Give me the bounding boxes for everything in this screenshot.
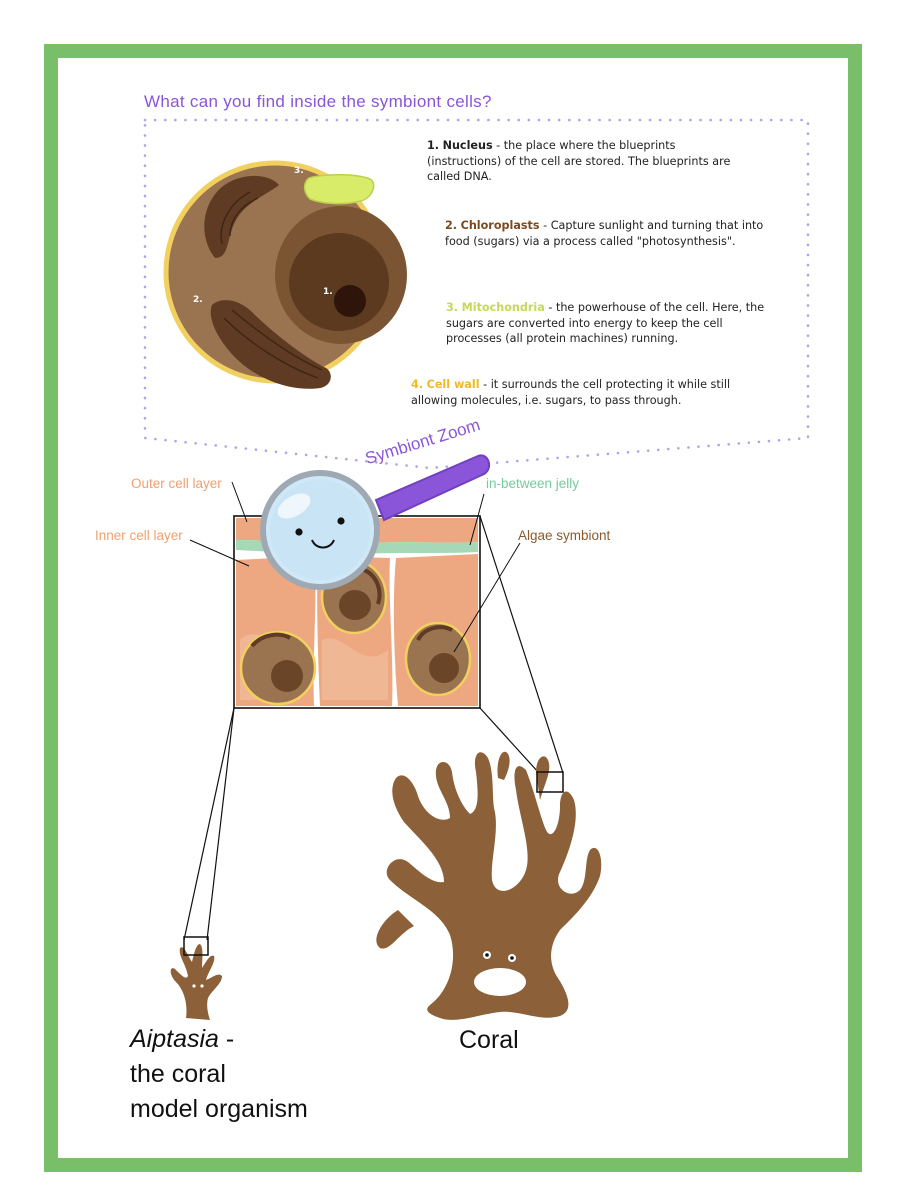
coral-body: [386, 752, 602, 1020]
page-title: What can you find inside the symbiont ce…: [144, 92, 492, 111]
separator: -: [539, 219, 551, 232]
aiptasia-organism: [170, 936, 222, 1020]
organelle-cell-wall-description: 4. Cell wall - it surrounds the cell pro…: [411, 377, 731, 408]
label-outer-cell-layer: Outer cell layer: [131, 476, 222, 491]
coral-caption: Coral: [459, 1026, 519, 1054]
cell-number-cell-wall: 4.: [355, 377, 365, 387]
organelle-number: 2.: [445, 219, 458, 232]
cell-number-chloroplast: 2.: [193, 295, 203, 305]
chloroplast-upper: [204, 175, 279, 258]
label-inner-cell-layer: Inner cell layer: [95, 528, 183, 543]
aiptasia-caption-line2: the coral: [130, 1060, 226, 1088]
nucleus-inner: [289, 233, 389, 331]
cell-number-mitochondria: 3.: [294, 166, 304, 176]
organelle-text: it surrounds the cell protecting it whil…: [411, 378, 731, 407]
magnifier: [260, 454, 491, 590]
zoom-callout-outline: [143, 118, 810, 470]
cell-number-nucleus: 1.: [323, 287, 333, 297]
label-algae-symbiont: Algae symbiont: [518, 528, 611, 543]
aiptasia-body: [170, 944, 222, 1020]
organelle-name: Cell wall: [426, 378, 480, 391]
organelle-number: 3.: [446, 301, 459, 314]
coral-organism: [376, 751, 602, 1020]
algae-symbiont-cells: [239, 559, 472, 706]
chloroplast-lower: [210, 300, 331, 389]
organelle-name: Chloroplasts: [460, 219, 540, 232]
organelle-text: Capture sunlight and turning that into f…: [445, 219, 764, 248]
label-in-between-jelly: in-between jelly: [486, 476, 580, 491]
separator: -: [479, 378, 491, 391]
organelle-nucleus-description: 1. Nucleus - the place where the bluepri…: [427, 138, 747, 185]
organelle-name: Mitochondria: [461, 301, 545, 314]
organelle-mitochondria-description: 3. Mitochondria - the powerhouse of the …: [446, 300, 766, 347]
aiptasia-name-suffix: -: [218, 1025, 235, 1053]
nucleolus: [334, 285, 366, 317]
coral-zoom-marker: [536, 771, 564, 793]
magnifier-lens: [270, 480, 370, 580]
coral-mouth: [474, 968, 526, 996]
organelle-text: the place where the blueprints (instruct…: [427, 139, 731, 183]
organelle-name: Nucleus: [442, 139, 493, 152]
label-leaders: [189, 481, 521, 653]
aiptasia-eye-left: [192, 984, 196, 988]
separator: -: [544, 301, 556, 314]
chloroplast-thylakoids: [220, 191, 323, 379]
separator: -: [492, 139, 504, 152]
magnifier-handle: [374, 454, 491, 522]
zoom-lines: [183, 515, 564, 941]
magnifier-highlight: [277, 493, 311, 519]
aiptasia-caption-line3: model organism: [130, 1095, 308, 1123]
aiptasia-eye-right: [200, 984, 204, 988]
organelle-number: 1.: [427, 139, 440, 152]
aiptasia-caption-line1: Aiptasia -: [130, 1022, 308, 1057]
aiptasia-zoom-marker: [183, 936, 209, 956]
aiptasia-caption: Aiptasia - the coral model organism: [130, 1022, 308, 1127]
aiptasia-name: Aiptasia: [130, 1025, 219, 1053]
magnifier-eye-right: [337, 517, 345, 525]
organelle-chloroplasts-description: 2. Chloroplasts - Capture sunlight and t…: [445, 218, 765, 249]
magnifier-eye-left: [295, 528, 303, 536]
mitochondria-shape: [303, 174, 375, 205]
magnifier-smile: [311, 539, 335, 549]
symbiont-cell: [163, 160, 407, 389]
organelle-text: the powerhouse of the cell. Here, the su…: [446, 301, 765, 345]
organelle-number: 4.: [411, 378, 424, 391]
